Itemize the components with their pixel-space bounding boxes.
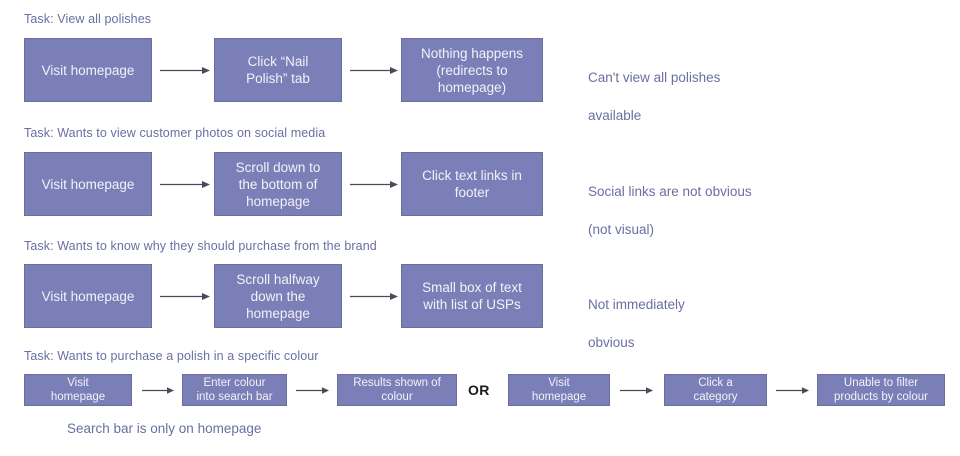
flow-step-line: Visit homepage [41, 288, 135, 304]
flow-step-line: colour [381, 391, 413, 403]
outcome-note-line: Not immediately [588, 297, 685, 312]
flow-step-box[interactable]: Nothing happens (redirects to homepage) [401, 38, 543, 102]
arrow-icon [350, 292, 398, 301]
flow-step-line: Scroll down to [235, 159, 321, 175]
outcome-note-line: (not visual) [588, 222, 655, 237]
footnote-search-bar: Search bar is only on homepage [67, 421, 262, 436]
flow-step-box[interactable]: Scroll halfway down the homepage [214, 264, 342, 328]
flow-step-box[interactable]: Click a category [664, 374, 767, 406]
flow-step-line: Visit [548, 377, 570, 389]
flow-step-text: Small box of text with list of USPs [422, 279, 522, 313]
flow-step-line: (redirects to [436, 62, 508, 78]
flow-step-text: Visit homepage [532, 376, 586, 404]
flow-step-text: Results shown of colour [353, 376, 441, 404]
arrow-icon [296, 386, 329, 395]
outcome-note-line: available [588, 108, 642, 123]
task-label-row-4: Task: Wants to purchase a polish in a sp… [24, 349, 319, 363]
flow-step-text: Visit homepage [42, 288, 135, 305]
flow-step-box[interactable]: Click “Nail Polish” tab [214, 38, 342, 102]
flow-step-line: homepage [246, 305, 310, 321]
flow-step-line: category [693, 391, 738, 403]
arrow-icon [160, 292, 210, 301]
flow-step-line: homepage [246, 193, 310, 209]
outcome-note-line: Can't view all polishes [588, 70, 721, 85]
flow-step-box[interactable]: Small box of text with list of USPs [401, 264, 543, 328]
flow-step-line: homepage) [437, 79, 507, 95]
flow-step-box[interactable]: Visit homepage [24, 264, 152, 328]
flow-step-line: Click text links in [422, 168, 522, 183]
task-label-row-2: Task: Wants to view customer photos on s… [24, 126, 326, 140]
flow-step-box[interactable]: Visit homepage [24, 152, 152, 216]
branch-or-label: OR [468, 382, 490, 398]
flow-step-text: Scroll down to the bottom of homepage [236, 159, 321, 210]
flow-step-line: Nothing happens [420, 45, 524, 61]
flow-step-text: Enter colour into search bar [196, 376, 272, 404]
arrow-icon [350, 66, 398, 75]
task-label-row-1: Task: View all polishes [24, 12, 152, 26]
flow-step-text: Scroll halfway down the homepage [236, 271, 319, 322]
flow-step-line: Small box of text [422, 280, 522, 295]
flow-step-line: the bottom of [238, 176, 318, 192]
flow-step-line: into search bar [196, 391, 273, 403]
outcome-note: Can't view all polishes available [588, 49, 720, 125]
flow-step-line: Polish” tab [246, 71, 310, 86]
flow-step-text: Visit homepage [51, 376, 105, 404]
flow-step-box[interactable]: Scroll down to the bottom of homepage [214, 152, 342, 216]
flow-step-box[interactable]: Visit homepage [508, 374, 610, 406]
flow-step-line: Visit homepage [41, 176, 135, 192]
flow-step-box[interactable]: Unable to filter products by colour [817, 374, 945, 406]
flow-step-box[interactable]: Click text links in footer [401, 152, 543, 216]
flow-step-box[interactable]: Enter colour into search bar [182, 374, 287, 406]
flow-step-text: Unable to filter products by colour [834, 376, 928, 404]
flow-step-box[interactable]: Visit homepage [24, 374, 132, 406]
flow-step-line: Visit homepage [41, 62, 135, 78]
flow-step-line: Scroll halfway [236, 271, 320, 287]
arrow-icon [160, 180, 210, 189]
arrow-icon [350, 180, 398, 189]
flow-step-line: homepage [531, 391, 587, 403]
outcome-note-line: obvious [588, 335, 635, 350]
flow-step-text: Click a category [693, 376, 737, 404]
flow-step-line: Visit [67, 377, 89, 389]
arrow-icon [620, 386, 653, 395]
arrow-icon [776, 386, 809, 395]
flow-step-line: products by colour [834, 391, 928, 403]
task-label-row-3: Task: Wants to know why they should purc… [24, 239, 377, 253]
flow-step-line: Results shown of [353, 377, 441, 389]
flow-step-text: Visit homepage [42, 176, 135, 193]
flow-step-line: Click a [698, 377, 733, 389]
flow-step-line: Click “Nail [247, 54, 309, 69]
outcome-note: Not immediately obvious [588, 276, 685, 352]
arrow-icon [160, 66, 210, 75]
outcome-note-line: Social links are not obvious [588, 184, 752, 199]
flow-step-box[interactable]: Visit homepage [24, 38, 152, 102]
flow-step-line: Unable to filter [843, 377, 919, 389]
flow-step-line: down the [250, 288, 306, 304]
flow-step-line: footer [454, 185, 490, 200]
flow-step-text: Click “Nail Polish” tab [246, 53, 310, 87]
flow-step-text: Visit homepage [42, 62, 135, 79]
flow-step-line: with list of USPs [423, 297, 521, 312]
flow-step-line: homepage [50, 391, 106, 403]
flow-step-box[interactable]: Results shown of colour [337, 374, 457, 406]
flow-step-text: Nothing happens (redirects to homepage) [421, 45, 523, 96]
arrow-icon [142, 386, 174, 395]
flow-step-line: Enter colour [203, 377, 266, 389]
flow-step-text: Click text links in footer [422, 167, 522, 201]
outcome-note: Social links are not obvious (not visual… [588, 163, 752, 239]
